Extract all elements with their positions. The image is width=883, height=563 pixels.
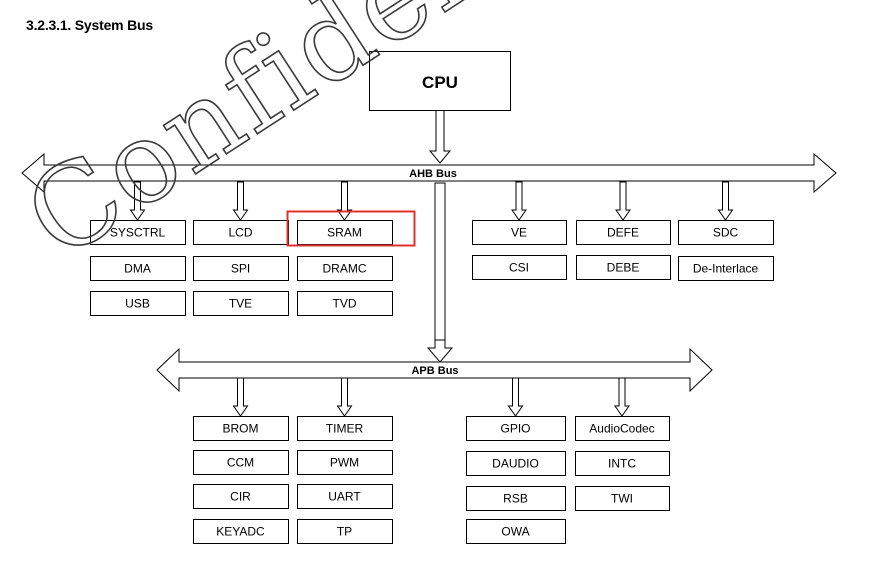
apb-block-pwm bbox=[297, 450, 393, 475]
apb-block-cir bbox=[193, 484, 289, 509]
apb-block-brom-label: BROM bbox=[223, 422, 259, 436]
ahb-block-usb-label: USB bbox=[125, 297, 150, 311]
ahb-block-usb bbox=[90, 291, 186, 316]
ahb-bus-label: AHB Bus bbox=[409, 168, 457, 180]
apb-block-uart-label: UART bbox=[328, 490, 361, 504]
apb-bus-arrow bbox=[156, 347, 713, 393]
apb-block-rsb bbox=[466, 486, 566, 511]
ahb-to-apb-arrow bbox=[426, 339, 454, 363]
apb-block-timer-label: TIMER bbox=[326, 422, 364, 436]
apb-block-owa bbox=[466, 519, 566, 544]
ahb-block-sram-label: SRAM bbox=[327, 226, 362, 240]
apb-block-owa-label: OWA bbox=[501, 525, 529, 539]
ahb-block-tve-label: TVE bbox=[229, 297, 252, 311]
ahb-block-lcd-label: LCD bbox=[228, 226, 252, 240]
cpu-box bbox=[369, 51, 511, 111]
ahb-block-spi bbox=[193, 256, 289, 281]
ahb-block-defe bbox=[576, 220, 671, 245]
apb-block-brom bbox=[193, 416, 289, 441]
ahb-block-ve bbox=[472, 220, 567, 245]
ahb-block-debe bbox=[576, 255, 671, 280]
ahb-block-sdc bbox=[678, 220, 774, 245]
ahb-block-tvd bbox=[297, 291, 393, 316]
apb-block-timer bbox=[297, 416, 393, 441]
apb-bus-label: APB Bus bbox=[411, 365, 458, 377]
ahb-to-apb-shaft bbox=[434, 182, 446, 349]
apb-block-rsb-label: RSB bbox=[503, 492, 528, 506]
apb-block-pwm-label: PWM bbox=[330, 456, 359, 470]
ahb-arrow-sysctrl bbox=[129, 181, 146, 221]
apb-block-uart bbox=[297, 484, 393, 509]
ahb-block-dramc bbox=[297, 256, 393, 281]
ahb-block-de-interlace bbox=[678, 256, 774, 281]
ahb-block-dma-label: DMA bbox=[124, 262, 151, 276]
apb-block-daudio-label: DAUDIO bbox=[492, 457, 539, 471]
ahb-block-dma bbox=[90, 256, 186, 281]
apb-block-gpio bbox=[466, 416, 566, 441]
ahb-arrow-defe bbox=[615, 181, 631, 221]
apb-block-daudio bbox=[466, 451, 566, 476]
ahb-block-defe-label: DEFE bbox=[607, 226, 639, 240]
ahb-block-de-interlace-label: De-Interlace bbox=[693, 262, 759, 276]
apb-block-cir-label: CIR bbox=[230, 490, 251, 504]
ahb-block-debe-label: DEBE bbox=[607, 261, 640, 275]
apb-block-gpio-label: GPIO bbox=[500, 422, 530, 436]
apb-block-keyadc bbox=[193, 519, 289, 544]
ahb-block-sdc-label: SDC bbox=[713, 226, 739, 240]
ahb-arrow-sdc bbox=[717, 181, 734, 221]
apb-block-audiocodec-label: AudioCodec bbox=[589, 422, 654, 436]
highlight-frame-sram bbox=[286, 210, 416, 247]
apb-block-intc-label: INTC bbox=[608, 457, 636, 471]
ahb-block-csi bbox=[472, 255, 567, 280]
ahb-block-tve bbox=[193, 291, 289, 316]
ahb-block-dramc-label: DRAMC bbox=[323, 262, 367, 276]
cpu-label: CPU bbox=[422, 73, 458, 92]
apb-block-ccm bbox=[193, 450, 289, 475]
ahb-block-spi-label: SPI bbox=[231, 262, 250, 276]
apb-block-audiocodec bbox=[575, 416, 670, 441]
apb-block-twi bbox=[575, 486, 670, 511]
ahb-block-ve-label: VE bbox=[511, 226, 527, 240]
ahb-arrow-sram bbox=[336, 181, 353, 221]
ahb-block-tvd-label: TVD bbox=[333, 297, 357, 311]
apb-arrow-gpio bbox=[507, 377, 524, 417]
apb-block-tp bbox=[297, 519, 393, 544]
apb-block-intc bbox=[575, 451, 670, 476]
ahb-block-csi-label: CSI bbox=[509, 261, 529, 275]
apb-arrow-timer bbox=[336, 377, 353, 417]
apb-arrow-audiocodec bbox=[614, 377, 630, 417]
ahb-block-sysctrl-label: SYSCTRL bbox=[110, 226, 166, 240]
cpu-to-ahb-arrow bbox=[428, 109, 452, 164]
ahb-arrow-lcd bbox=[232, 181, 249, 221]
ahb-arrow-ve bbox=[511, 181, 527, 221]
section-title: 3.2.3.1. System Bus bbox=[26, 17, 153, 33]
apb-block-twi-label: TWI bbox=[611, 492, 633, 506]
apb-block-ccm-label: CCM bbox=[227, 456, 254, 470]
ahb-block-sysctrl bbox=[90, 220, 186, 245]
apb-block-keyadc-label: KEYADC bbox=[216, 525, 265, 539]
apb-arrow-brom bbox=[232, 377, 249, 417]
ahb-bus-arrow bbox=[21, 152, 837, 194]
apb-block-tp-label: TP bbox=[337, 525, 352, 539]
